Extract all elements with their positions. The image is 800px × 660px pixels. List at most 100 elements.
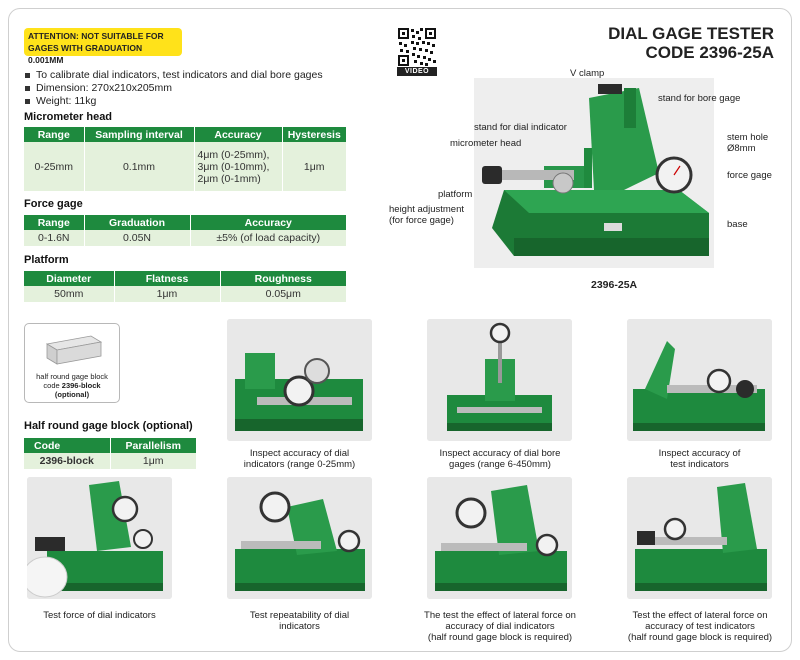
table-row: 2396-block 1μm <box>24 453 196 469</box>
table-header-row: Range Sampling interval Accuracy Hystere… <box>24 127 346 142</box>
table-header: Accuracy <box>194 127 283 142</box>
caption-photo-7: Test the effect of lateral force on accu… <box>610 610 790 643</box>
callout-force-gage: force gage <box>727 170 772 181</box>
photo-image <box>627 477 772 599</box>
main-image-caption: 2396-25A <box>591 279 638 291</box>
feature-list: To calibrate dial indicators, test indic… <box>24 69 323 108</box>
table-cell: 0.05μm <box>220 286 346 302</box>
callout-line: stem hole <box>727 132 769 143</box>
callout-micrometer-head: micrometer head <box>450 138 522 149</box>
table-header-row: Diameter Flatness Roughness <box>24 271 346 286</box>
table-row: 0-25mm 0.1mm 4μm (0-25mm), 3μm (0-10mm),… <box>24 142 346 191</box>
photo-image <box>227 477 372 599</box>
table-header: Range <box>24 127 85 142</box>
table-header: Diameter <box>24 271 115 286</box>
caption-photo-2: Inspect accuracy of dial bore gages (ran… <box>420 448 580 470</box>
table-row: 50mm 1μm 0.05μm <box>24 286 346 302</box>
micrometer-table: Range Sampling interval Accuracy Hystere… <box>24 127 346 191</box>
caption-line: (optional) <box>54 390 90 399</box>
caption-line: half round gage block <box>36 372 108 381</box>
table-cell: 1μm <box>114 286 221 302</box>
caption-line: Test force of dial indicators <box>43 610 156 621</box>
gage-block-title: Half round gage block (optional) <box>24 420 193 432</box>
caption-line: accuracy of dial indicators <box>445 621 555 632</box>
force-gage-table: Range Graduation Accuracy 0-1.6N 0.05N ±… <box>24 215 346 246</box>
table-header: Accuracy <box>190 215 346 230</box>
caption-line: (half round gage block is required) <box>627 632 773 643</box>
table-cell: 1μm <box>282 142 346 191</box>
table-cell: 50mm <box>24 286 115 302</box>
table-cell: 0-25mm <box>24 142 85 191</box>
platform-table: Diameter Flatness Roughness 50mm 1μm 0.0… <box>24 271 346 302</box>
qr-code-icon[interactable] <box>397 27 437 67</box>
force-gage-title: Force gage <box>24 198 83 210</box>
photo-lateral-force-dial <box>427 477 572 599</box>
caption-line: indicators <box>279 621 320 632</box>
product-title: DIAL GAGE TESTER CODE 2396-25A <box>608 24 774 62</box>
photo-inspect-bore-gages <box>427 319 572 441</box>
photo-test-force <box>27 477 172 599</box>
table-header-row: Code Parallelism <box>24 438 196 453</box>
caption-line: code 2396-block <box>25 381 119 390</box>
callout-stand-dial: stand for dial indicator <box>474 122 567 133</box>
caption-photo-6: The test the effect of lateral force on … <box>410 610 590 643</box>
accuracy-line: 3μm (0-10mm), <box>197 160 270 173</box>
accuracy-line: 2μm (0-1mm) <box>197 172 261 185</box>
caption-line: test indicators <box>670 459 729 470</box>
accuracy-line: 4μm (0-25mm), <box>197 148 270 161</box>
table-header: Hysteresis <box>282 127 346 142</box>
caption-prefix: code <box>43 381 62 390</box>
gage-block-thumbnail: half round gage block code 2396-block (o… <box>24 323 120 403</box>
table-header: Sampling interval <box>84 127 195 142</box>
photo-test-repeatability <box>227 477 372 599</box>
caption-line: gages (range 6-450mm) <box>449 459 551 470</box>
title-line-2: CODE 2396-25A <box>645 43 774 62</box>
caption-photo-4: Test force of dial indicators <box>27 610 172 621</box>
feature-item: Weight: 11kg <box>24 95 323 108</box>
caption-line: accuracy of test indicators <box>645 621 755 632</box>
caption-line: (half round gage block is required) <box>427 632 573 643</box>
table-header: Code <box>24 438 111 453</box>
feature-item: Dimension: 270x210x205mm <box>24 82 323 95</box>
photo-lateral-force-test <box>627 477 772 599</box>
photo-image <box>27 477 172 599</box>
caption-photo-1: Inspect accuracy of dial indicators (ran… <box>227 448 372 470</box>
table-cell: 2396-block <box>24 453 111 469</box>
table-cell: 1μm <box>110 453 196 469</box>
table-header: Roughness <box>220 271 346 286</box>
callout-stem-hole: stem hole Ø8mm <box>727 132 768 154</box>
callout-line: height adjustment <box>389 204 464 215</box>
caption-line: The test the effect of lateral force on <box>424 610 576 621</box>
photo-image <box>627 319 772 441</box>
photo-image <box>227 319 372 441</box>
gage-block-caption: half round gage block code 2396-block (o… <box>25 372 119 399</box>
feature-item: To calibrate dial indicators, test indic… <box>24 69 323 82</box>
table-cell: 0.1mm <box>84 142 195 191</box>
caption-photo-5: Test repeatability of dial indicators <box>227 610 372 632</box>
callout-base: base <box>727 219 748 230</box>
caption-line: Inspect accuracy of <box>658 448 741 459</box>
caption-line: Inspect accuracy of dial <box>249 448 350 459</box>
warning-banner: ATTENTION: NOT SUITABLE FOR GAGES WITH G… <box>24 28 182 65</box>
caption-photo-3: Inspect accuracy of test indicators <box>627 448 772 470</box>
table-cell: ±5% (of load capacity) <box>190 230 346 246</box>
callout-platform: platform <box>438 189 473 200</box>
table-cell: 4μm (0-25mm), 3μm (0-10mm), 2μm (0-1mm) <box>194 142 283 191</box>
table-header: Range <box>24 215 85 230</box>
photo-inspect-dial-indicators <box>227 319 372 441</box>
table-header-row: Range Graduation Accuracy <box>24 215 346 230</box>
callout-line: (for force gage) <box>389 215 454 226</box>
callout-height-adjustment: height adjustment (for force gage) <box>389 204 464 226</box>
table-row: 0-1.6N 0.05N ±5% (of load capacity) <box>24 230 346 246</box>
callout-stand-bore: stand for bore gage <box>658 93 741 104</box>
callout-v-clamp: V clamp <box>570 68 605 79</box>
title-line-1: DIAL GAGE TESTER <box>608 24 774 43</box>
table-header: Parallelism <box>110 438 196 453</box>
gage-block-table: Code Parallelism 2396-block 1μm <box>24 438 196 469</box>
platform-title: Platform <box>24 254 69 266</box>
caption-line: Test repeatability of dial <box>249 610 350 621</box>
table-cell: 0-1.6N <box>24 230 85 246</box>
table-header: Flatness <box>114 271 221 286</box>
caption-line: indicators (range 0-25mm) <box>243 459 356 470</box>
caption-line: Test the effect of lateral force on <box>632 610 768 621</box>
